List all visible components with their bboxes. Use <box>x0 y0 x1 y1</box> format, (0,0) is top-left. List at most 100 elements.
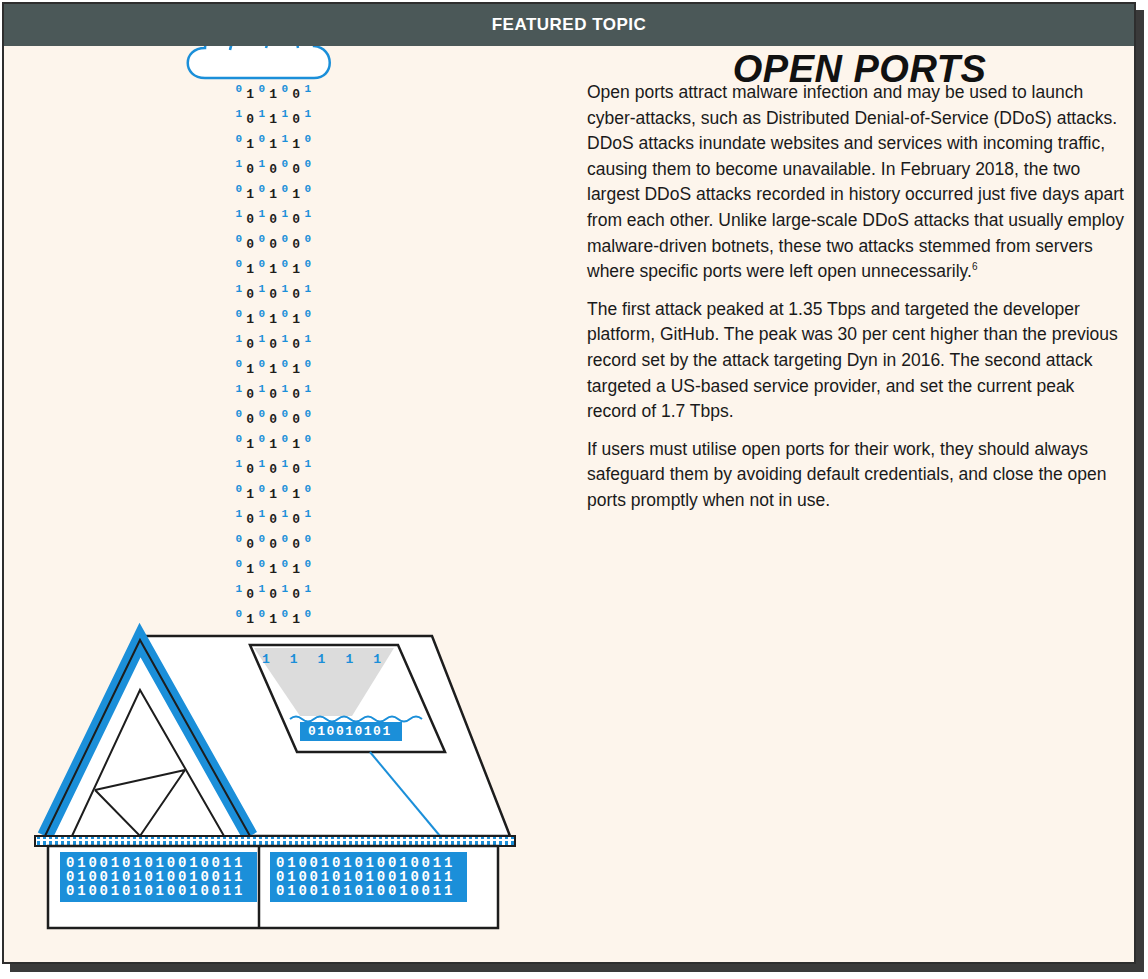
binary-digit: 0 <box>291 212 303 227</box>
binary-rain-row: 0101010 <box>233 359 314 374</box>
binary-digit: 0 <box>233 308 245 320</box>
binary-digit: 0 <box>291 537 303 552</box>
skylight-data: 010010101 <box>300 722 402 741</box>
title-bar: FEATURED TOPIC <box>4 4 1134 46</box>
binary-digit: 1 <box>245 562 257 577</box>
binary-digit: 0 <box>279 183 291 195</box>
binary-digit: 1 <box>268 437 280 452</box>
binary-digit: 1 <box>302 458 314 470</box>
binary-rain-row: 0101010 <box>233 434 314 449</box>
binary-digit: 0 <box>291 87 303 102</box>
binary-digit: 0 <box>291 512 303 527</box>
binary-digit: 1 <box>302 83 314 95</box>
paragraph: Open ports attract malware infection and… <box>587 80 1127 285</box>
binary-rain-row: 0101001 <box>233 84 314 99</box>
binary-digit: 0 <box>245 587 257 602</box>
binary-digit: 0 <box>233 358 245 370</box>
binary-digit: 1 <box>268 112 280 127</box>
binary-digit: 0 <box>268 337 280 352</box>
binary-digit: 0 <box>302 233 314 245</box>
binary-digit: 1 <box>256 458 268 470</box>
binary-digit: 0 <box>233 558 245 570</box>
binary-digit: 0 <box>245 462 257 477</box>
binary-digit: 0 <box>291 462 303 477</box>
binary-digit: 1 <box>279 508 291 520</box>
binary-digit: 0 <box>291 162 303 177</box>
binary-rain-row: 0101010 <box>233 259 314 274</box>
skylight <box>250 645 445 752</box>
binary-digit: 0 <box>291 412 303 427</box>
paragraph-text: The first attack peaked at 1.35 Tbps and… <box>587 299 1118 421</box>
binary-digit: 1 <box>302 108 314 120</box>
binary-digit: 0 <box>279 533 291 545</box>
binary-digit: 0 <box>302 258 314 270</box>
binary-digit: 0 <box>291 587 303 602</box>
binary-rain-row: 1010101 <box>233 459 314 474</box>
binary-rain-row: 1010000 <box>233 159 314 174</box>
binary-digit: 1 <box>233 458 245 470</box>
binary-digit: 1 <box>233 583 245 595</box>
binary-digit: 0 <box>279 483 291 495</box>
pipe-line <box>370 752 440 836</box>
binary-digit: 1 <box>256 333 268 345</box>
binary-digit: 0 <box>268 587 280 602</box>
binary-digit: 1 <box>268 312 280 327</box>
binary-digit: 0 <box>279 83 291 95</box>
binary-digit: 0 <box>279 258 291 270</box>
binary-digit: 0 <box>268 212 280 227</box>
node-text: 010010101 <box>308 724 392 739</box>
binary-rain-row: 11111 <box>262 652 401 667</box>
binary-digit: 1 <box>256 108 268 120</box>
binary-digit: 1 <box>302 508 314 520</box>
binary-digit: 0 <box>279 408 291 420</box>
binary-digit: 0 <box>291 112 303 127</box>
binary-digit: 0 <box>279 158 291 170</box>
binary-digit: 0 <box>233 183 245 195</box>
binary-digit: 0 <box>268 537 280 552</box>
binary-digit: 0 <box>302 133 314 145</box>
binary-digit: 1 <box>268 487 280 502</box>
binary-digit: 0 <box>245 212 257 227</box>
binary-rain-row: 1010101 <box>233 584 314 599</box>
binary-digit: 0 <box>233 483 245 495</box>
binary-digit: 0 <box>279 608 291 620</box>
binary-rain-row: 0101010 <box>233 184 314 199</box>
binary-digit: 1 <box>279 133 291 145</box>
binary-rain-row: 0101010 <box>233 484 314 499</box>
binary-digit: 0 <box>302 158 314 170</box>
binary-digit: 0 <box>302 183 314 195</box>
binary-digit: 1 <box>245 612 257 627</box>
binary-digit: 0 <box>279 308 291 320</box>
binary-digit: 0 <box>268 387 280 402</box>
paragraph-text: If users must utilise open ports for the… <box>587 439 1107 510</box>
binary-digit: 0 <box>245 287 257 302</box>
binary-digit: 1 <box>256 383 268 395</box>
binary-digit: 1 <box>279 583 291 595</box>
binary-digit: 0 <box>279 358 291 370</box>
binary-digit: 1 <box>256 208 268 220</box>
binary-rain-row: 0101010 <box>233 609 314 624</box>
binary-digit: 1 <box>245 87 257 102</box>
binary-digit: 1 <box>291 262 303 277</box>
binary-digit: 0 <box>279 558 291 570</box>
gable <box>45 640 250 836</box>
binary-digit: 1 <box>302 283 314 295</box>
binary-rain-row: 1010101 <box>233 209 314 224</box>
binary-digit: 0 <box>256 358 268 370</box>
binary-rain-row: 1010101 <box>233 284 314 299</box>
binary-digit: 0 <box>245 337 257 352</box>
binary-digit: 0 <box>268 512 280 527</box>
paragraph: The first attack peaked at 1.35 Tbps and… <box>587 297 1127 425</box>
binary-digit: 0 <box>233 608 245 620</box>
wall <box>48 846 498 928</box>
binary-digit: 0 <box>302 558 314 570</box>
footnote-ref: 6 <box>972 261 978 272</box>
paragraph: If users must utilise open ports for the… <box>587 437 1127 514</box>
binary-digit: 1 <box>291 612 303 627</box>
binary-digit: 0 <box>279 433 291 445</box>
binary-digit: 1 <box>245 187 257 202</box>
binary-digit: 1 <box>291 187 303 202</box>
binary-digit: 1 <box>279 383 291 395</box>
binary-digit: 0 <box>256 83 268 95</box>
binary-digit: 0 <box>256 408 268 420</box>
